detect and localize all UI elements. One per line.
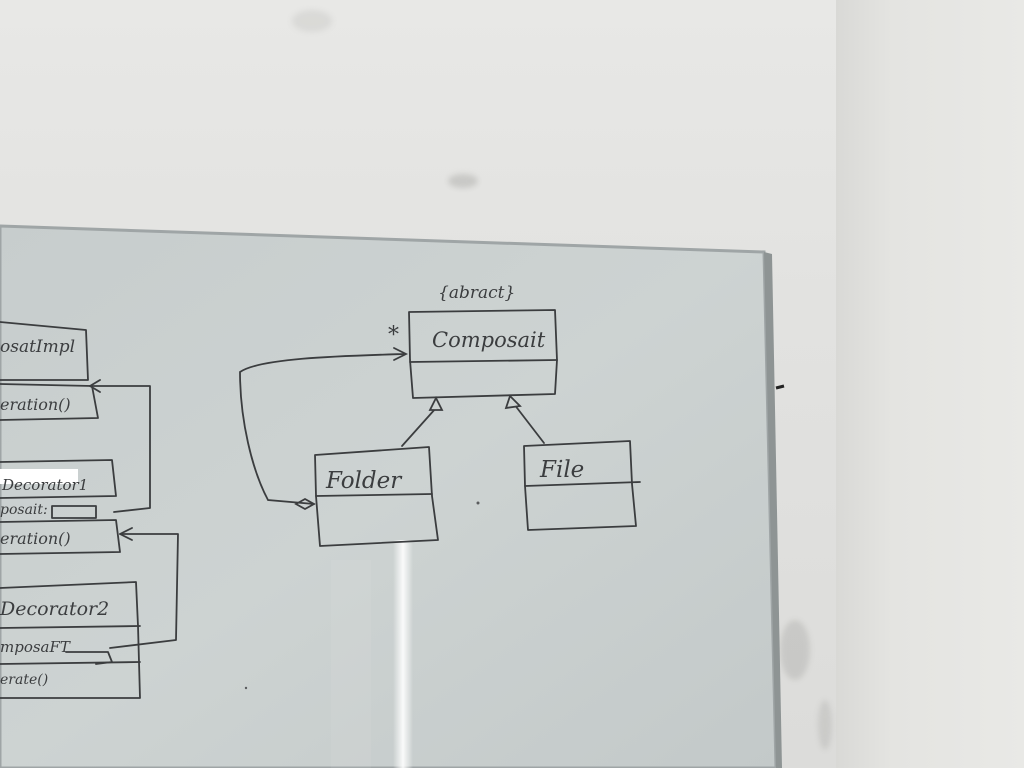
multiplicity-label: * — [388, 323, 399, 348]
left-arrow-2 — [119, 527, 133, 541]
left-hook — [65, 651, 113, 665]
composite-class-box — [408, 309, 558, 399]
white-sticker — [0, 469, 78, 484]
glare-reflection — [393, 540, 413, 768]
folder-divider — [315, 493, 433, 497]
left-box-1 — [0, 321, 89, 381]
left-text-operation-1: eration() — [0, 395, 71, 414]
board-mark — [476, 501, 480, 505]
aggregation-line — [239, 353, 405, 505]
aggregation-arrow — [393, 347, 409, 361]
wall-stain — [292, 10, 332, 32]
wall-stain — [780, 620, 810, 680]
left-text-operation-3: erate() — [0, 672, 48, 688]
left-box-3 — [0, 459, 117, 499]
board-mark — [244, 686, 248, 690]
left-text-attr-composit: posait: — [0, 502, 48, 518]
folder-inherit-line — [401, 407, 437, 447]
composite-class-name: Composait — [432, 328, 546, 352]
inherit-arrowhead — [504, 394, 522, 410]
wall-stain — [818, 700, 832, 750]
file-class-name: File — [539, 457, 584, 483]
folder-class-name: Folder — [325, 468, 403, 494]
left-small-rect — [51, 505, 97, 519]
left-arrow-1 — [89, 379, 101, 393]
inherit-arrowhead — [428, 395, 444, 411]
composite-divider — [409, 359, 558, 363]
file-inherit-line — [513, 403, 545, 444]
glare-reflection — [331, 560, 371, 768]
left-text-operation-2: eration() — [0, 529, 71, 548]
wall-corner — [836, 0, 1024, 768]
board-surface — [0, 224, 778, 768]
aggregation-diamond — [294, 497, 316, 511]
left-divider-5b — [0, 661, 141, 665]
wall-stain — [448, 174, 478, 188]
left-arrow-loop-2 — [109, 533, 179, 649]
left-text-composite-impl: osatImpl — [0, 337, 75, 357]
left-text-attr-composit-2: mposaFT — [0, 638, 71, 656]
board-mark — [775, 384, 785, 390]
left-divider-5a — [0, 625, 141, 629]
left-box-2 — [0, 383, 99, 421]
left-text-decorator-2: Decorator2 — [0, 598, 109, 620]
abstract-note: {abract} — [438, 283, 515, 303]
left-box-4 — [0, 519, 121, 555]
left-text-decorator-1: Decorator1 — [1, 476, 88, 494]
file-divider — [524, 481, 641, 487]
board-edge — [764, 252, 782, 768]
left-arrow-loop-1 — [89, 385, 151, 513]
